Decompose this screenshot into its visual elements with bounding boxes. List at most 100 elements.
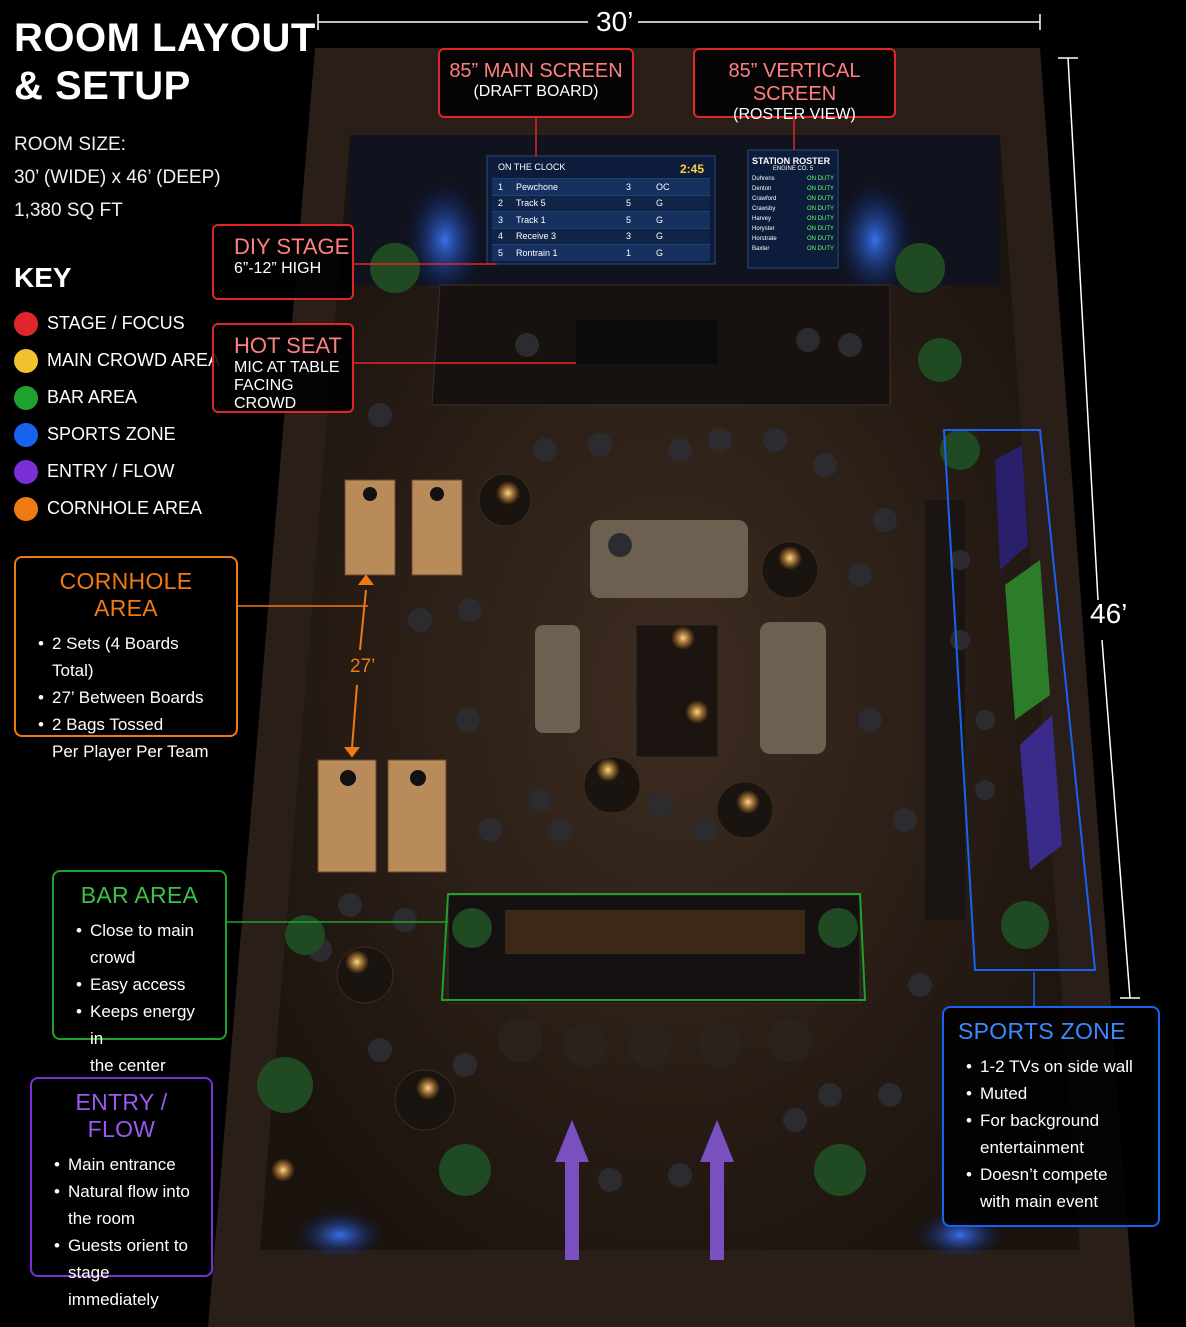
cornhole-gap-arrow: [344, 574, 374, 758]
card-bullet: 2 Sets (4 Boards Total): [38, 630, 222, 684]
draft-board-timer: 2:45: [679, 162, 704, 176]
depth-label: 46’: [1090, 598, 1128, 629]
card-bullet: For background: [966, 1107, 1144, 1134]
roster-status: ON DUTY: [807, 196, 834, 202]
key-color-dot: [14, 311, 38, 336]
room-size-area: 1,380 SQ FT: [14, 200, 123, 221]
roster-row: Baxter ON DUTY: [752, 244, 834, 254]
cornhole-card: CORNHOLE AREA 2 Sets (4 Boards Total)27’…: [14, 556, 238, 761]
width-dimension: [317, 14, 1041, 30]
roster-name: Baxter: [752, 246, 770, 252]
card-bullet: stage immediately: [68, 1263, 159, 1309]
vertical-screen: [747, 149, 839, 269]
room-size: ROOM SIZE: 30’ (WIDE) x 46’ (DEEP) 1,380…: [14, 128, 221, 227]
key-color-dot: [14, 385, 38, 410]
card-bullet: the center: [90, 1056, 166, 1075]
key-item-label: ENTRY / FLOW: [47, 461, 175, 481]
draft-cell-n: 2: [498, 198, 504, 209]
card-bullet: Muted: [966, 1080, 1144, 1107]
sports-card: SPORTS ZONE 1-2 TVs on side wallMutedFor…: [942, 1006, 1160, 1227]
card-bullet: Close to main crowd: [76, 917, 211, 971]
card-bullet: entertainment: [980, 1138, 1084, 1157]
key-item-label: MAIN CROWD AREA: [47, 350, 221, 370]
draft-cell-name: Receive 3: [516, 231, 557, 242]
key-item-label: BAR AREA: [47, 387, 138, 407]
draft-cell-n: 1: [498, 181, 504, 192]
roster-status: ON DUTY: [807, 236, 834, 242]
tv-2: [1005, 560, 1050, 720]
key-item-label: STAGE / FOCUS: [47, 313, 185, 333]
card-bullet: 27’ Between Boards: [38, 684, 222, 711]
draft-cell-a: 5: [626, 214, 632, 225]
roster-status: ON DUTY: [807, 226, 834, 232]
sofa-right: [760, 622, 826, 754]
cornhole-card-list: 2 Sets (4 Boards Total)27’ Between Board…: [30, 630, 222, 765]
bar-shelf: [505, 910, 805, 954]
draft-cell-b: G: [656, 247, 664, 258]
card-bullet: Keeps energy in: [76, 998, 211, 1052]
draft-cell-b: G: [656, 214, 664, 225]
roster-name: Crawford: [752, 196, 777, 202]
draft-row: 2 Track 5 5 G: [492, 194, 710, 211]
roster-name: Horyster: [752, 226, 775, 232]
bar-card-list: Close to main crowdEasy accessKeeps ener…: [68, 917, 211, 1079]
roster-row: Horyster ON DUTY: [752, 224, 834, 234]
width-label: 30’: [596, 6, 634, 37]
draft-cell-a: 3: [626, 181, 632, 192]
card-bullet: the room: [68, 1209, 136, 1228]
draft-cell-n: 4: [498, 231, 504, 242]
card-bullet: Natural flow into: [54, 1178, 197, 1205]
draft-cell-a: 5: [626, 198, 632, 209]
tv-3: [1020, 715, 1062, 870]
roster-title: STATION ROSTER: [752, 156, 831, 166]
key-item-label: CORNHOLE AREA: [47, 498, 203, 518]
room-size-label: ROOM SIZE:: [14, 134, 126, 155]
key-item-label: SPORTS ZONE: [47, 424, 176, 444]
cornhole-card-title: CORNHOLE AREA: [59, 568, 193, 621]
roster-row: Crawford ON DUTY: [752, 194, 834, 204]
card-bullet: Per Player Per Team: [52, 742, 209, 761]
draft-cell-n: 3: [498, 214, 504, 225]
sofa-left: [535, 625, 580, 733]
roster-status: ON DUTY: [807, 176, 834, 182]
entry-card-title: ENTRY / FLOW: [75, 1089, 168, 1142]
roster-name: Crawsby: [752, 206, 776, 212]
key-item: STAGE / FOCUS: [14, 305, 220, 342]
card-bullet: Easy access: [76, 971, 211, 998]
key-item: BAR AREA: [14, 379, 220, 416]
bar-card-title: BAR AREA: [80, 882, 199, 908]
key-color-dot: [14, 422, 38, 447]
card-bullet: Guests orient to: [54, 1232, 197, 1259]
key-item: MAIN CROWD AREA: [14, 342, 220, 379]
draft-cell-name: Pewchone: [516, 181, 559, 192]
sports-card-title: SPORTS ZONE: [958, 1018, 1126, 1044]
draft-cell-name: Rontrain 1: [516, 247, 558, 258]
diy-stage-callout: DIY STAGE 6”-12” HIGH: [212, 224, 354, 300]
draft-cell-name: Track 5: [516, 198, 546, 209]
roster-status: ON DUTY: [807, 246, 834, 252]
roster-subtitle: ENGINE CO. 5: [772, 166, 814, 172]
room-size-dims: 30’ (WIDE) x 46’ (DEEP): [14, 167, 221, 188]
card-bullet: with main event: [980, 1192, 1099, 1211]
cornhole-boards: [317, 479, 463, 873]
card-bullet: Main entrance: [54, 1151, 197, 1178]
hot-seat-callout: HOT SEAT MIC AT TABLE FACING CROWD: [212, 323, 354, 413]
card-bullet: 1-2 TVs on side wall: [966, 1053, 1144, 1080]
key-color-dot: [14, 348, 38, 373]
entry-card-list: Main entranceNatural flow into the roomGu…: [46, 1151, 197, 1313]
sports-couch: [925, 500, 965, 920]
roster-name: Horstrate: [752, 236, 777, 242]
entry-arrows: [555, 1120, 734, 1260]
main-screen-callout: 85” MAIN SCREEN (DRAFT BOARD): [438, 48, 634, 118]
draft-cell-b: G: [656, 198, 664, 209]
depth-dimension: [1058, 57, 1140, 999]
